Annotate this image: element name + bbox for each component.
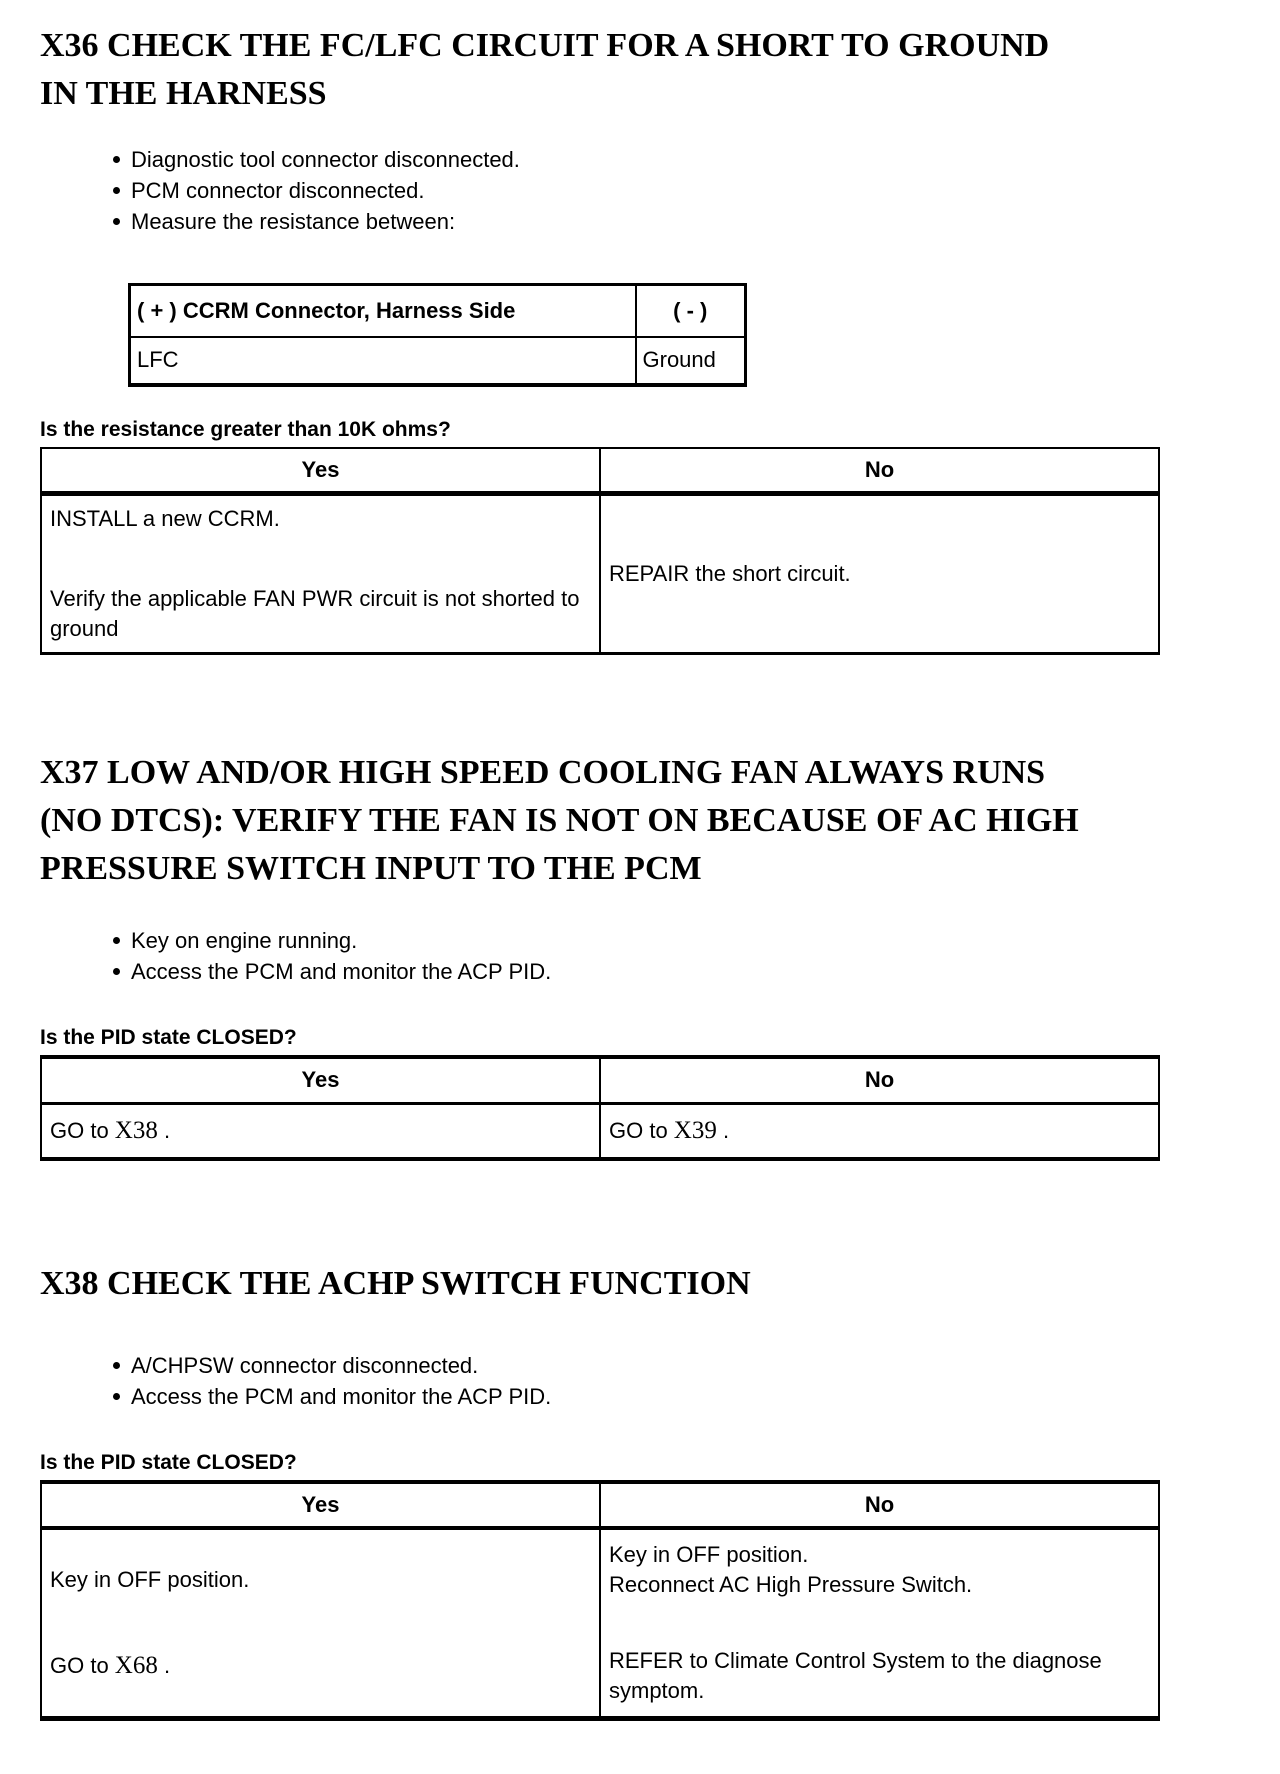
section-x38: X38 CHECK THE ACHP SWITCH FUNCTION A/CHP… <box>0 1260 1280 1721</box>
section-x37-heading: X37 LOW AND/OR HIGH SPEED COOLING FAN AL… <box>40 749 1280 893</box>
x36-decision-table: Yes No INSTALL a new CCRM. Verify the ap… <box>40 446 1160 655</box>
yes-column-header: Yes <box>40 1055 601 1105</box>
decision-header-row: Yes No <box>40 446 1160 496</box>
action-text: GO to X68 . <box>50 1651 591 1681</box>
go-to-text: GO to <box>50 1653 115 1678</box>
x37-decision-table: Yes No GO to X38 . GO to X39 . <box>40 1055 1160 1161</box>
x36-no-cell: REPAIR the short circuit. <box>599 493 1160 655</box>
bullet-text: Access the PCM and monitor the ACP PID. <box>131 1384 552 1409</box>
section-x36: X36 CHECK THE FC/LFC CIRCUIT FOR A SHORT… <box>0 22 1280 655</box>
action-text: INSTALL a new CCRM. <box>50 506 280 531</box>
spec-cell-circuit: LFC <box>128 335 637 387</box>
decision-header-row: Yes No <box>40 1480 1160 1530</box>
go-to-text: GO to <box>50 1117 115 1143</box>
bullet-dot-icon <box>113 968 120 975</box>
spec-table-header-row: ( + ) CCRM Connector, Harness Side ( - ) <box>128 283 747 338</box>
no-column-header: No <box>599 1055 1160 1105</box>
bullet-item: Access the PCM and monitor the ACP PID. <box>113 1381 1280 1412</box>
bullet-text: Measure the resistance between: <box>131 209 456 234</box>
heading-line: (NO DTCS): VERIFY THE FAN IS NOT ON BECA… <box>40 802 1079 839</box>
heading-line: PRESSURE SWITCH INPUT TO THE PCM <box>40 850 702 887</box>
period-text: . <box>716 1117 730 1143</box>
action-line: Key in OFF position. <box>609 1542 809 1567</box>
period-text: . <box>157 1653 171 1678</box>
heading-line: X38 CHECK THE ACHP SWITCH FUNCTION <box>40 1265 751 1302</box>
decision-body-row: Key in OFF position. GO to X68 . Key in … <box>40 1528 1160 1721</box>
x37-no-cell: GO to X39 . <box>599 1103 1160 1161</box>
heading-line: IN THE HARNESS <box>40 75 327 112</box>
x36-bullet-list: Diagnostic tool connector disconnected. … <box>113 144 1280 237</box>
action-text: Key in OFF position. Reconnect AC High P… <box>609 1540 1150 1600</box>
heading-line: X36 CHECK THE FC/LFC CIRCUIT FOR A SHORT… <box>40 27 1050 64</box>
x37-question: Is the PID state CLOSED? <box>40 1026 297 1049</box>
no-column-header: No <box>599 1480 1160 1530</box>
bullet-item: Diagnostic tool connector disconnected. <box>113 144 1280 175</box>
decision-body-row: GO to X38 . GO to X39 . <box>40 1103 1160 1161</box>
spec-table-row: LFC Ground <box>128 335 747 387</box>
bullet-item: Key on engine running. <box>113 925 1280 956</box>
period-text: . <box>157 1117 171 1143</box>
action-text: REFER to Climate Control System to the d… <box>609 1648 1102 1703</box>
bullet-text: PCM connector disconnected. <box>131 178 425 203</box>
action-text: REPAIR the short circuit. <box>609 561 851 586</box>
bullet-dot-icon <box>113 1362 120 1369</box>
bullet-dot-icon <box>113 1393 120 1400</box>
action-text: Verify the applicable FAN PWR circuit is… <box>50 586 580 641</box>
yes-column-header: Yes <box>40 446 601 496</box>
bullet-item: A/CHPSW connector disconnected. <box>113 1350 1280 1381</box>
xref-link-x68[interactable]: X68 <box>114 1652 158 1679</box>
x36-yes-cell: INSTALL a new CCRM. Verify the applicabl… <box>40 493 601 655</box>
bullet-item: Measure the resistance between: <box>113 206 1280 237</box>
ccrm-connector-spec-table: ( + ) CCRM Connector, Harness Side ( - )… <box>128 283 747 387</box>
x38-question: Is the PID state CLOSED? <box>40 1451 297 1474</box>
action-text: GO to X38 . <box>50 1116 591 1146</box>
spec-col-header-minus: ( - ) <box>634 283 747 338</box>
no-column-header: No <box>599 446 1160 496</box>
bullet-item: PCM connector disconnected. <box>113 175 1280 206</box>
x38-bullet-list: A/CHPSW connector disconnected. Access t… <box>113 1350 1280 1412</box>
decision-header-row: Yes No <box>40 1055 1160 1105</box>
heading-line: X37 LOW AND/OR HIGH SPEED COOLING FAN AL… <box>40 754 1046 791</box>
section-x36-heading: X36 CHECK THE FC/LFC CIRCUIT FOR A SHORT… <box>40 22 1280 118</box>
bullet-text: Key on engine running. <box>131 928 358 953</box>
bullet-text: Access the PCM and monitor the ACP PID. <box>131 959 552 984</box>
x38-decision-table: Yes No Key in OFF position. GO to X68 . … <box>40 1480 1160 1721</box>
decision-body-row: INSTALL a new CCRM. Verify the applicabl… <box>40 493 1160 655</box>
go-to-text: GO to <box>609 1117 674 1143</box>
spec-cell-ground: Ground <box>634 335 747 387</box>
diagnostic-document-page: X36 CHECK THE FC/LFC CIRCUIT FOR A SHORT… <box>0 22 1280 1774</box>
action-text: Key in OFF position. <box>50 1567 250 1592</box>
x37-yes-cell: GO to X38 . <box>40 1103 601 1161</box>
bullet-text: A/CHPSW connector disconnected. <box>131 1353 479 1378</box>
yes-column-header: Yes <box>40 1480 601 1530</box>
xref-link-x38[interactable]: X38 <box>114 1116 158 1144</box>
bullet-dot-icon <box>113 218 120 225</box>
x37-bullet-list: Key on engine running. Access the PCM an… <box>113 925 1280 987</box>
spec-col-header-plus: ( + ) CCRM Connector, Harness Side <box>128 283 637 338</box>
x38-no-cell: Key in OFF position. Reconnect AC High P… <box>599 1528 1160 1721</box>
bullet-dot-icon <box>113 937 120 944</box>
bullet-item: Access the PCM and monitor the ACP PID. <box>113 956 1280 987</box>
bullet-text: Diagnostic tool connector disconnected. <box>131 147 520 172</box>
x36-question: Is the resistance greater than 10K ohms? <box>40 417 451 441</box>
section-x37: X37 LOW AND/OR HIGH SPEED COOLING FAN AL… <box>0 749 1280 1161</box>
bullet-dot-icon <box>113 156 120 163</box>
bullet-dot-icon <box>113 187 120 194</box>
x38-yes-cell: Key in OFF position. GO to X68 . <box>40 1528 601 1721</box>
xref-link-x39[interactable]: X39 <box>673 1116 717 1144</box>
action-line: Reconnect AC High Pressure Switch. <box>609 1572 973 1597</box>
section-x38-heading: X38 CHECK THE ACHP SWITCH FUNCTION <box>40 1260 1280 1308</box>
action-text: GO to X39 . <box>609 1116 1150 1146</box>
